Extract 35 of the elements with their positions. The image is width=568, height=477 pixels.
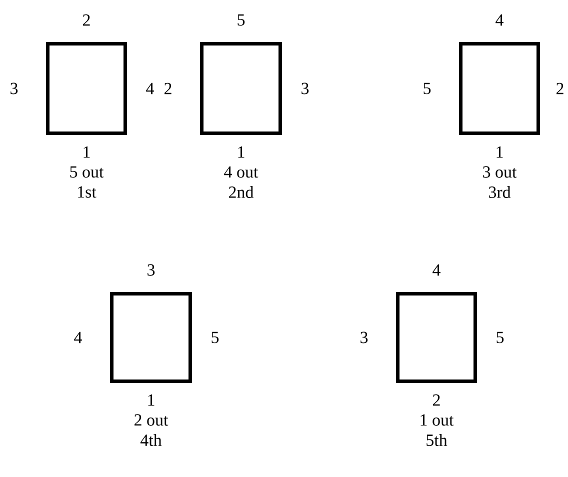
side-number: 4 — [74, 332, 82, 344]
side-number: 1 — [84, 146, 90, 158]
node-label: 3rd — [489, 186, 511, 198]
side-number: 2 — [83, 14, 90, 26]
side-number: 4 — [146, 82, 154, 94]
side-number: 3 — [148, 264, 155, 276]
side-number: 1 — [238, 146, 244, 158]
square — [396, 292, 477, 383]
node-label: 3 out — [483, 166, 517, 178]
node-label: 5 out — [70, 166, 104, 178]
side-number: 5 — [212, 332, 219, 344]
side-number: 5 — [424, 82, 431, 94]
square — [110, 292, 192, 383]
side-number: 5 — [238, 14, 245, 26]
square — [46, 42, 127, 135]
side-number: 1 — [496, 146, 503, 158]
node-label: 1 out — [420, 414, 454, 426]
side-number: 5 — [496, 332, 504, 344]
node-label: 2 out — [134, 414, 168, 426]
side-number: 3 — [302, 82, 309, 94]
node-label: 2nd — [229, 186, 254, 198]
node-label: 5th — [426, 434, 448, 446]
side-number: 3 — [360, 332, 368, 344]
side-number: 4 — [496, 14, 504, 26]
side-number: 3 — [10, 82, 18, 94]
side-number: 2 — [164, 82, 172, 94]
square — [200, 42, 282, 135]
node-label: 1st — [78, 186, 96, 198]
side-number: 2 — [556, 82, 564, 94]
square — [459, 42, 540, 135]
side-number: 2 — [433, 394, 440, 406]
side-number: 1 — [148, 394, 154, 406]
node-label: 4 out — [224, 166, 258, 178]
side-number: 4 — [432, 264, 440, 276]
node-label: 4th — [140, 434, 162, 446]
